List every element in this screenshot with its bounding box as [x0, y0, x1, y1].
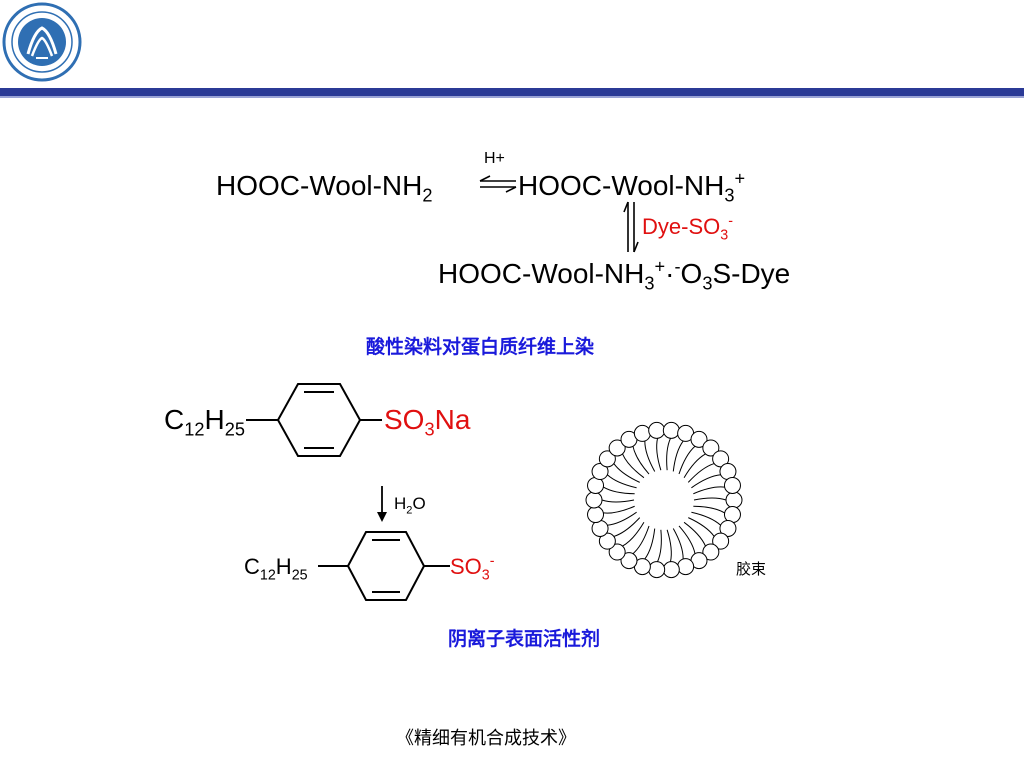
header-rule: [0, 88, 1024, 96]
micelle-head: [690, 430, 708, 448]
micelle-head: [712, 450, 730, 468]
micelle-tail: [678, 445, 696, 475]
micelle-tail: [622, 453, 645, 479]
reagent-dye-so3: Dye-SO3-: [642, 213, 733, 244]
micelle-head: [702, 543, 720, 561]
micelle-head: [725, 491, 743, 509]
micelle-head: [662, 421, 680, 439]
micelle-head: [648, 561, 666, 579]
micelle-tail: [693, 497, 727, 501]
micelle-tail: [693, 505, 725, 514]
micelle-tail: [693, 486, 725, 495]
school-emblem-icon: [2, 2, 82, 82]
benzene-ring-top-icon: [246, 383, 382, 457]
micelle-tail: [613, 517, 641, 537]
micelle-tail: [607, 511, 637, 526]
micelle-head: [608, 543, 626, 561]
micelle-tail: [666, 438, 671, 471]
micelle-head: [719, 519, 737, 537]
micelle-tail: [666, 529, 672, 562]
alkyl-chain-top: C12H25: [164, 404, 245, 440]
caption-anionic-surfactant: 阴离子表面活性剂: [448, 628, 601, 650]
equilibrium-arrow-horizontal: [479, 175, 517, 193]
sulfonate-sodium: SO3Na: [384, 404, 471, 440]
micelle-tail: [688, 517, 715, 537]
micelle-tail: [691, 511, 721, 526]
micelle-tail: [657, 529, 662, 562]
micelle-head: [585, 491, 603, 509]
micelle-tail: [644, 441, 656, 472]
micelle-label: 胶束: [736, 560, 767, 578]
footer-book-title: 《精细有机合成技术》: [396, 728, 576, 749]
micelle-head: [591, 463, 609, 481]
micelle-head: [598, 450, 616, 468]
micelle-head: [677, 558, 695, 576]
micelle-tail: [672, 440, 684, 472]
reactant-wool-nh2: HOOC-Wool-NH2: [216, 170, 433, 206]
alkyl-chain-bottom: C12H25: [244, 554, 308, 584]
micelle-tail: [687, 463, 715, 483]
micelle-tail: [632, 446, 650, 475]
micelle-tail: [683, 521, 706, 547]
micelle-head: [633, 424, 651, 442]
micelle-head: [608, 439, 626, 457]
micelle-tail: [691, 474, 721, 489]
micelle-tail: [603, 486, 635, 495]
micelle-head: [662, 561, 680, 579]
micelle-head: [648, 421, 666, 439]
micelle-tail: [678, 525, 696, 554]
header-rule-thin: [0, 96, 1024, 98]
micelle-tail: [632, 525, 650, 555]
micelle-tail: [601, 499, 635, 503]
micelle-tail: [683, 453, 706, 478]
micelle-tail: [672, 528, 684, 559]
micelle-tail: [607, 474, 637, 489]
micelle-tail: [656, 438, 662, 471]
benzene-ring-bottom-icon: [318, 531, 450, 601]
micelle-tail: [622, 522, 645, 547]
micelle-tail: [644, 528, 656, 560]
reaction-arrow-down: [377, 486, 387, 522]
micelle-head: [723, 476, 741, 494]
micelle-head: [712, 532, 730, 550]
micelle-head: [598, 532, 616, 550]
product-dye-salt: HOOC-Wool-NH3+·-O3S-Dye: [438, 256, 791, 294]
equilibrium-arrow-vertical: [623, 201, 639, 253]
caption-acid-dye: 酸性染料对蛋白质纤维上染: [366, 336, 595, 358]
micelle-head: [620, 552, 638, 570]
micelle-head: [702, 439, 720, 457]
micelle-tail: [603, 505, 635, 514]
micelle-tail: [613, 463, 640, 483]
micelle-head: [587, 506, 605, 524]
product-wool-nh3: HOOC-Wool-NH3+: [518, 168, 746, 206]
catalyst-label: H+: [484, 150, 505, 167]
reagent-water: H2O: [394, 494, 426, 517]
micelle-diagram-icon: [585, 421, 743, 579]
sulfonate-anion: SO3-: [450, 553, 495, 584]
